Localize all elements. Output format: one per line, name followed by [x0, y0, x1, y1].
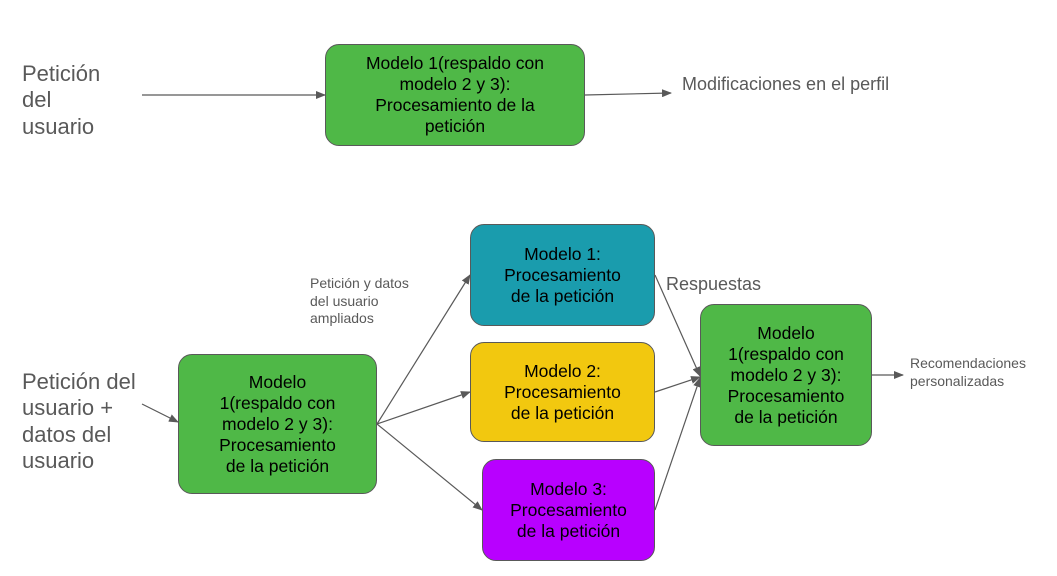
responses-label: Respuestas [666, 274, 762, 294]
main-model-box: Modelo 1(respaldo con modelo 2 y 3): Pro… [178, 354, 377, 494]
bottom-input-label: Petición del usuario + datos del usuario [22, 369, 136, 474]
arrow-main-model-to-model2 [376, 391, 471, 425]
model3-box: Modelo 3: Procesamiento de la petición [482, 459, 655, 561]
arrow-main-model-to-model1 [376, 274, 471, 425]
extended-data-label: Petición y datos del usuario ampliados [310, 275, 409, 326]
arrow-model2-to-aggregator [654, 376, 701, 393]
top-input-label: Petición del usuario [22, 61, 101, 139]
arrow-model1-to-aggregator [654, 274, 701, 377]
model2-box: Modelo 2: Procesamiento de la petición [470, 342, 655, 442]
model1-box: Modelo 1: Procesamiento de la petición [470, 224, 655, 326]
output-recommendations-label: Recomendaciones personalizadas [910, 355, 1026, 389]
arrow-bottom-input-to-main-model [141, 403, 179, 423]
top-model-box: Modelo 1(respaldo con modelo 2 y 3): Pro… [325, 44, 585, 146]
aggregator-model-box: Modelo 1(respaldo con modelo 2 y 3): Pro… [700, 304, 872, 446]
arrow-top-model-to-output [584, 89, 672, 98]
arrow-main-model-to-model3 [376, 423, 483, 511]
arrow-model3-to-aggregator [654, 377, 701, 511]
top-output-label: Modificaciones en el perfil [682, 74, 890, 94]
